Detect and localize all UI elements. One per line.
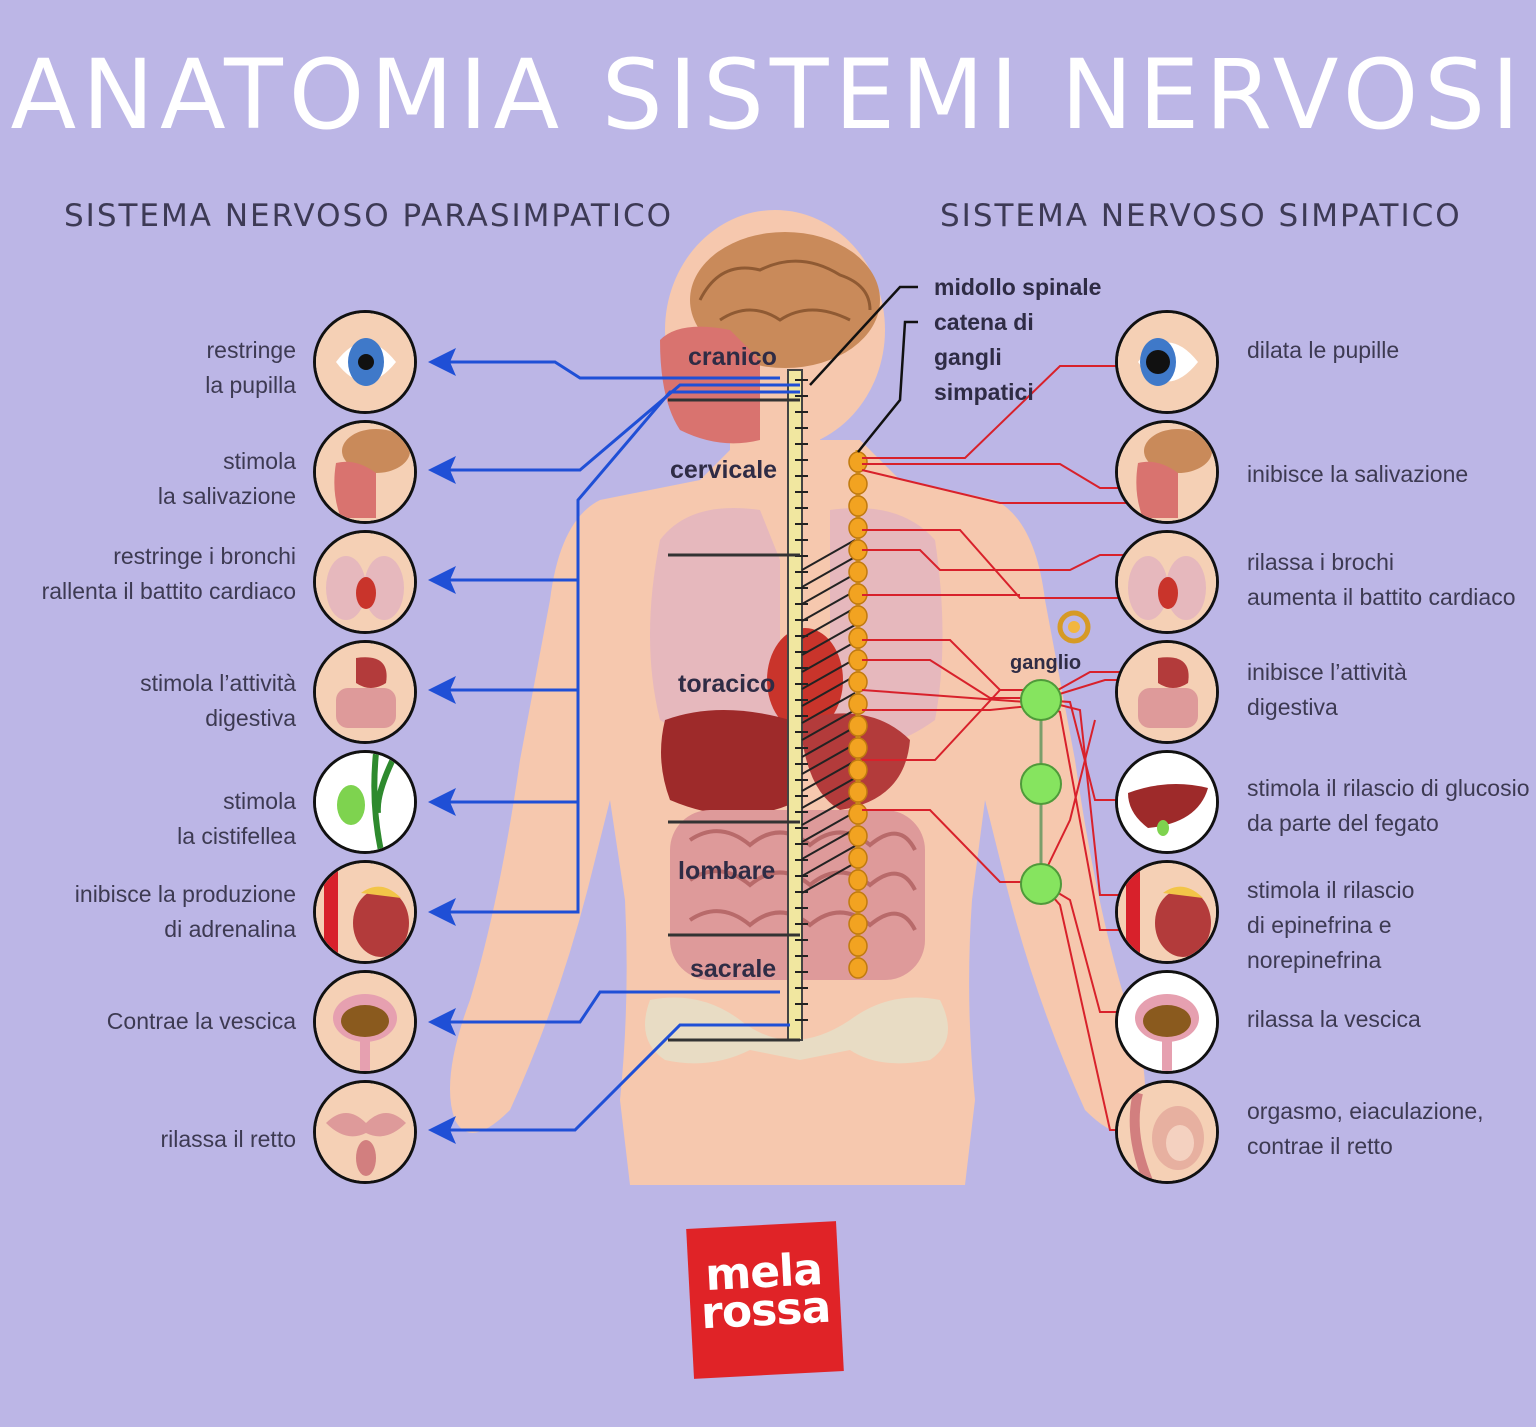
symp-effect-label-3: rilassa i brochi aumenta il battito card…: [1247, 549, 1516, 610]
chain-bead: [848, 913, 868, 935]
region-label-cervicale: cervicale: [670, 456, 778, 484]
ganglion-2: [1020, 763, 1062, 805]
para-effect-label-6: inibisce la produzione di adrenalina: [74, 881, 296, 942]
chain-bead: [848, 473, 868, 495]
symp-effect-label-4: inibisce l’attività digestiva: [1247, 659, 1407, 720]
chain-bead: [848, 935, 868, 957]
region-label-cranico: cranico: [688, 343, 777, 371]
pelvis-shape: [645, 997, 948, 1064]
region-label-lombare: lombare: [678, 857, 776, 885]
symp-effect-label-8: orgasmo, eiaculazione, contrae il retto: [1247, 1098, 1484, 1159]
para-effect-label-5: stimola la cistifellea: [177, 788, 296, 849]
ganglion-1: [1020, 679, 1062, 721]
chain-bead: [848, 847, 868, 869]
chain-bead: [848, 451, 868, 473]
symp-effect-label-6: stimola il rilascio di epinefrina e nore…: [1247, 877, 1415, 973]
intestine-rectum-icon: [313, 1080, 417, 1184]
heading-parasympathetic: SISTEMA NERVOSO PARASIMPATICO: [64, 198, 674, 234]
gallbladder-icon: [313, 750, 417, 854]
digestive-tract-icon: [313, 640, 417, 744]
eye-icon: [1115, 310, 1219, 414]
label-ganglion: ganglio: [1010, 652, 1082, 674]
symp-effect-label-5: stimola il rilascio di glucosio da parte…: [1247, 775, 1530, 836]
bladder-icon: [1115, 970, 1219, 1074]
label-spinal-cord: midollo spinale: [934, 274, 1102, 300]
chain-bead: [848, 561, 868, 583]
chain-bead: [848, 957, 868, 979]
region-label-toracico: toracico: [678, 670, 776, 698]
head-section-icon: [313, 420, 417, 524]
chain-bead: [848, 605, 868, 627]
liver-shape: [661, 710, 800, 815]
chain-bead: [848, 627, 868, 649]
chain-bead: [848, 803, 868, 825]
adrenal-kidney-icon: [1115, 860, 1219, 964]
chain-bead: [848, 737, 868, 759]
symp-effect-label-1: dilata le pupille: [1247, 337, 1400, 363]
sympathetic-chain: [848, 450, 868, 979]
chain-bead: [848, 869, 868, 891]
ganglion-illustration: [1057, 610, 1091, 644]
melarossa-logo: mela rossa: [686, 1221, 844, 1379]
brain-shape: [690, 232, 880, 368]
chain-bead: [848, 517, 868, 539]
ganglia: [1020, 679, 1062, 905]
label-ganglion-chain: catena di gangli simpatici: [934, 309, 1034, 405]
chain-bead: [848, 495, 868, 517]
bladder-icon: [313, 970, 417, 1074]
liver-icon: [1115, 750, 1219, 854]
chain-bead: [848, 715, 868, 737]
para-effect-label-7: Contrae la vescica: [106, 1008, 296, 1034]
chain-bead: [848, 891, 868, 913]
adrenal-kidney-icon: [313, 860, 417, 964]
region-label-sacrale: sacrale: [690, 955, 777, 983]
digestive-tract-icon: [1115, 640, 1219, 744]
para-effect-label-2: stimola la salivazione: [157, 448, 296, 509]
lungs-heart-icon: [1115, 530, 1219, 634]
lungs-heart-icon: [313, 530, 417, 634]
chain-bead: [848, 825, 868, 847]
logo-line-2: rossa: [699, 1281, 832, 1340]
para-effect-label-1: restringe la pupilla: [205, 337, 296, 398]
reproductive-icon: [1115, 1080, 1219, 1184]
para-effect-label-8: rilassa il retto: [160, 1126, 296, 1152]
eye-icon: [313, 310, 417, 414]
chain-bead: [848, 781, 868, 803]
chain-bead: [848, 759, 868, 781]
symp-effect-label-7: rilassa la vescica: [1247, 1006, 1421, 1032]
para-effect-label-4: stimola l’attività digestiva: [140, 670, 296, 731]
head-section-icon: [1115, 420, 1219, 524]
symp-effect-label-2: inibisce la salivazione: [1247, 461, 1469, 487]
para-effect-label-3: restringe i bronchi rallenta il battito …: [41, 543, 296, 604]
page-title: ANATOMIA SISTEMI NERVOSI: [10, 39, 1526, 151]
chain-bead: [848, 671, 868, 693]
heading-sympathetic: SISTEMA NERVOSO SIMPATICO: [940, 198, 1462, 234]
ganglion-3: [1020, 863, 1062, 905]
